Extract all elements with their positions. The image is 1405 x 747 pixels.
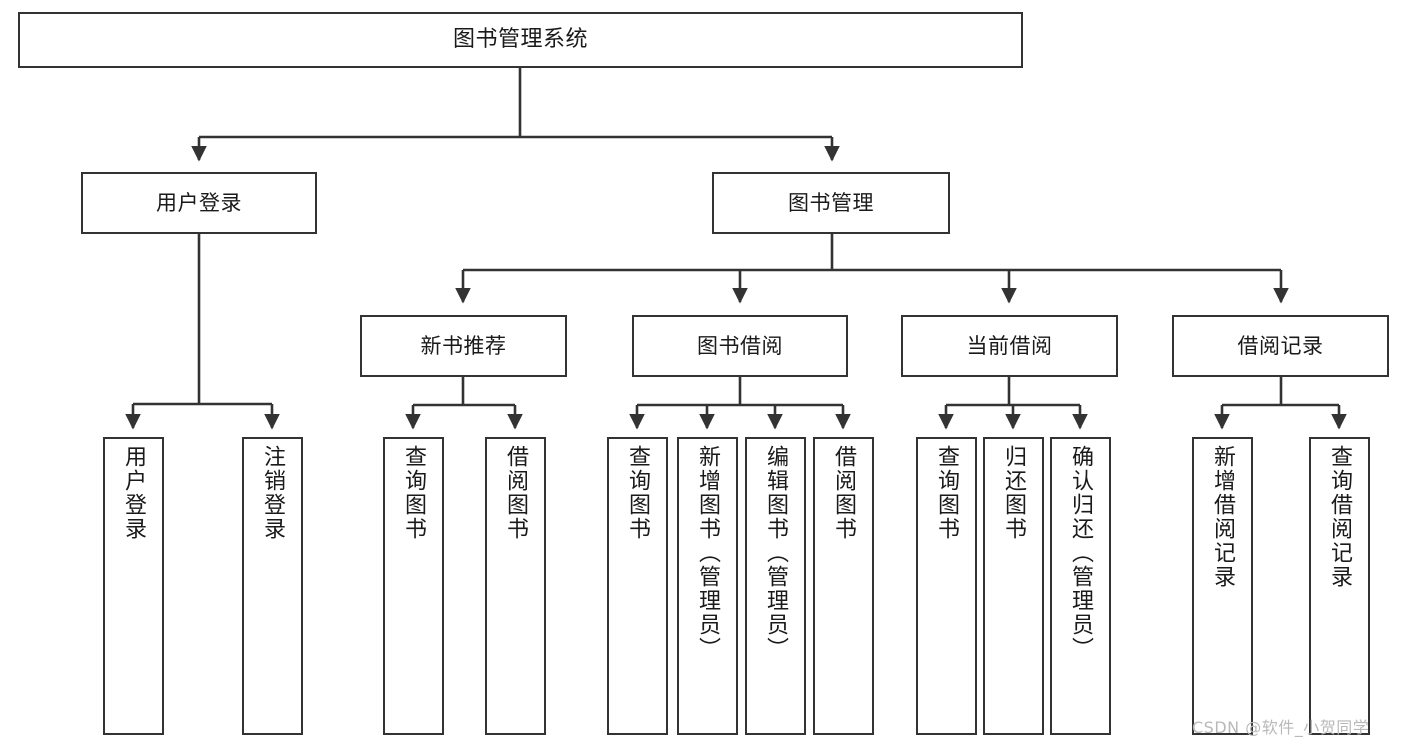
node-leaf-user-logout[interactable]: 注销登录	[242, 437, 303, 735]
node-leaf-user-login[interactable]: 用户登录	[103, 437, 164, 735]
node-label: 用户登录	[121, 445, 147, 541]
node-label: 借阅记录	[1237, 333, 1324, 358]
node-label: 用户登录	[156, 190, 242, 215]
node-label: 当前借阅	[966, 333, 1053, 358]
node-label: 编辑图书（管理员）	[763, 445, 789, 661]
node-leaf-query-book-recommend[interactable]: 查询图书	[383, 437, 444, 735]
node-current-borrow[interactable]: 当前借阅	[901, 315, 1118, 377]
node-label: 图书借阅	[697, 333, 783, 358]
node-borrow-record[interactable]: 借阅记录	[1172, 315, 1389, 377]
node-book-borrow[interactable]: 图书借阅	[632, 315, 848, 377]
node-leaf-query-book-current[interactable]: 查询图书	[916, 437, 977, 735]
node-root-system[interactable]: 图书管理系统	[18, 12, 1023, 68]
node-leaf-add-borrow-record[interactable]: 新增借阅记录	[1192, 437, 1253, 735]
node-label: 新增借阅记录	[1210, 445, 1236, 589]
node-label: 图书管理	[788, 190, 874, 215]
node-leaf-query-borrow-record[interactable]: 查询借阅记录	[1309, 437, 1370, 735]
node-label: 确认归还（管理员）	[1068, 445, 1094, 661]
node-label: 新增图书（管理员）	[695, 445, 721, 661]
node-label: 图书管理系统	[452, 27, 588, 53]
node-leaf-confirm-return[interactable]: 确认归还（管理员）	[1050, 437, 1111, 735]
node-leaf-borrow-book[interactable]: 借阅图书	[813, 437, 874, 735]
node-leaf-query-book-borrow[interactable]: 查询图书	[607, 437, 668, 735]
node-label: 查询图书	[401, 445, 427, 541]
node-label: 归还图书	[1001, 445, 1027, 541]
node-label: 新书推荐	[420, 333, 507, 358]
node-leaf-return-book[interactable]: 归还图书	[983, 437, 1044, 735]
node-user-login[interactable]: 用户登录	[81, 172, 317, 234]
node-book-manage[interactable]: 图书管理	[712, 172, 950, 234]
node-label: 借阅图书	[831, 445, 857, 541]
node-new-book-recommend[interactable]: 新书推荐	[360, 315, 567, 377]
node-label: 查询图书	[934, 445, 960, 541]
node-label: 查询图书	[625, 445, 651, 541]
node-label: 借阅图书	[503, 445, 529, 541]
node-leaf-borrow-book-recommend[interactable]: 借阅图书	[485, 437, 546, 735]
node-leaf-add-book[interactable]: 新增图书（管理员）	[677, 437, 738, 735]
csdn-watermark: CSDN @软件_小贺同学	[1192, 718, 1370, 737]
node-label: 查询借阅记录	[1327, 445, 1353, 589]
node-label: 注销登录	[260, 445, 286, 541]
node-leaf-edit-book[interactable]: 编辑图书（管理员）	[745, 437, 806, 735]
